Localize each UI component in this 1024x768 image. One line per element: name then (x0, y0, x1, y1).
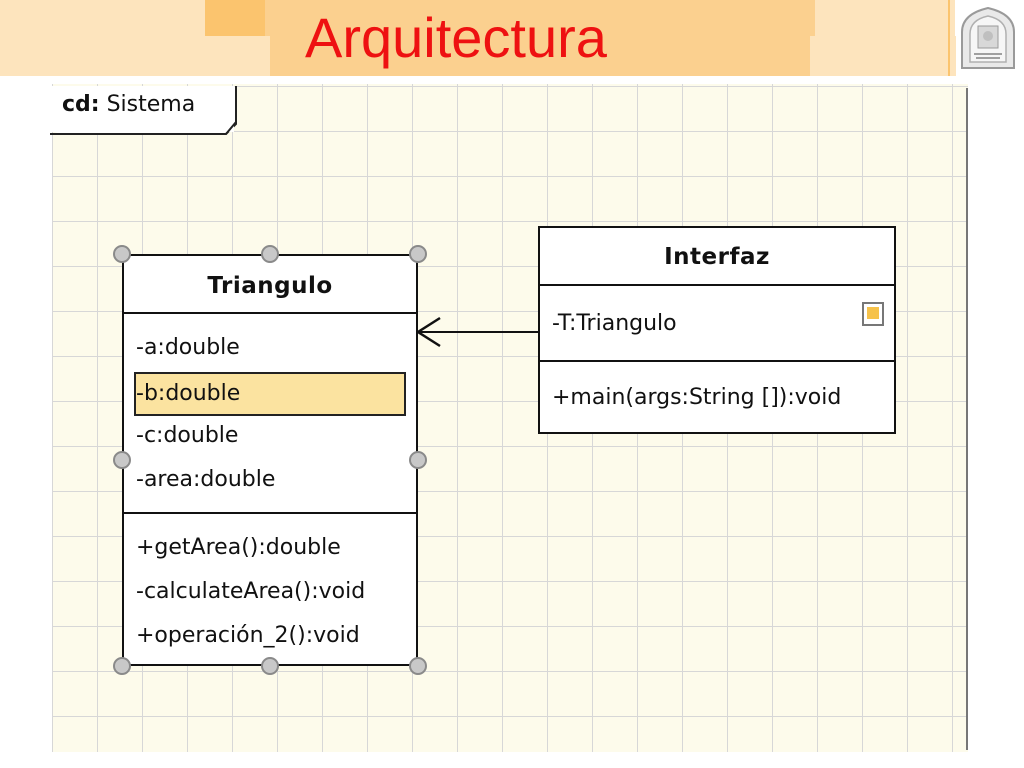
header-band (205, 0, 265, 36)
diagram-frame-edge (966, 88, 968, 750)
class-name: Interfaz (664, 244, 770, 270)
resize-handle-top[interactable] (261, 245, 279, 263)
diagram-frame-label: cd: Sistema (62, 92, 195, 117)
diagram-kind: cd: (62, 92, 100, 117)
operation-main[interactable]: +main(args:String []):void (552, 385, 842, 410)
operations-compartment: +getArea():double -calculateArea():void … (124, 514, 416, 658)
resize-handle-bottom[interactable] (261, 657, 279, 675)
diagram-frame-tab (50, 86, 238, 136)
operation-get-area[interactable]: +getArea():double (136, 535, 341, 560)
resize-handle-right[interactable] (409, 451, 427, 469)
operation-operacion-2[interactable]: +operación_2():void (136, 623, 360, 648)
university-seal-logo (961, 6, 1015, 69)
operations-compartment: +main(args:String []):void (540, 362, 894, 436)
attribute-a[interactable]: -a:double (136, 335, 240, 360)
header-band (265, 0, 815, 36)
resize-handle-bottom-left[interactable] (113, 657, 131, 675)
visibility-indicator-icon[interactable] (862, 302, 884, 326)
class-triangulo[interactable]: Triangulo -a:double -b:double -c:double … (122, 254, 418, 666)
header-band (815, 0, 955, 36)
header-band-divider (948, 0, 950, 76)
association-arrow[interactable] (410, 306, 542, 358)
diagram-name: Sistema (106, 92, 196, 117)
slide-title: Arquitectura (305, 6, 607, 69)
resize-handle-bottom-right[interactable] (409, 657, 427, 675)
resize-handle-top-left[interactable] (113, 245, 131, 263)
attribute-c[interactable]: -c:double (136, 423, 239, 448)
attributes-compartment: -T:Triangulo (540, 286, 894, 362)
header-band (0, 36, 270, 76)
operation-calculate-area[interactable]: -calculateArea():void (136, 579, 366, 604)
resize-handle-top-right[interactable] (409, 245, 427, 263)
class-interfaz[interactable]: Interfaz -T:Triangulo +main(args:String … (538, 226, 896, 434)
class-name: Triangulo (207, 273, 333, 299)
header-band (270, 36, 810, 76)
resize-handle-left[interactable] (113, 451, 131, 469)
attributes-compartment: -a:double -b:double -c:double -area:doub… (124, 314, 416, 514)
header-band (810, 36, 956, 76)
attribute-t[interactable]: -T:Triangulo (552, 311, 677, 336)
attribute-b-selected[interactable]: -b:double (134, 372, 406, 416)
header-band (0, 0, 205, 36)
attribute-area[interactable]: -area:double (136, 467, 276, 492)
slide-header: Arquitectura (0, 0, 1024, 80)
open-arrowhead-icon (415, 316, 441, 348)
